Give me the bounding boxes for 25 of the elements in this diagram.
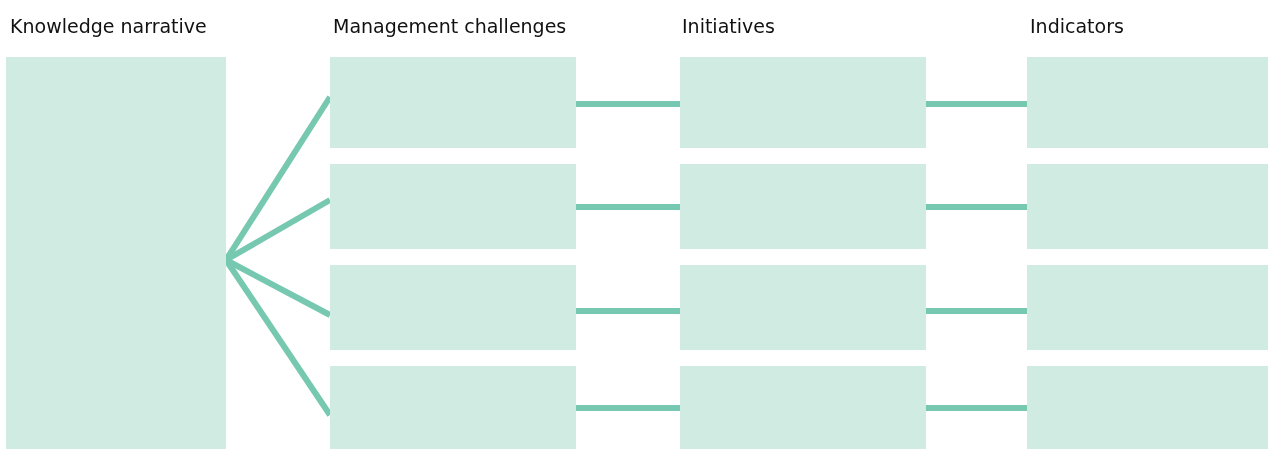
connector-line bbox=[926, 204, 1027, 210]
content-box bbox=[680, 164, 926, 249]
content-box bbox=[330, 57, 576, 148]
connector-line bbox=[576, 204, 680, 210]
column-heading: Management challenges bbox=[333, 15, 567, 37]
connector-line bbox=[926, 308, 1027, 314]
connector-line bbox=[576, 308, 680, 314]
column-heading: Indicators bbox=[1030, 15, 1124, 37]
content-box bbox=[1027, 366, 1268, 449]
connector-line bbox=[926, 405, 1027, 411]
content-box bbox=[680, 366, 926, 449]
connector-line bbox=[576, 405, 680, 411]
content-box bbox=[1027, 57, 1268, 148]
content-box bbox=[6, 57, 226, 449]
content-box bbox=[330, 366, 576, 449]
connector-line bbox=[576, 101, 680, 107]
content-box bbox=[330, 164, 576, 249]
content-box bbox=[1027, 265, 1268, 350]
content-box bbox=[330, 265, 576, 350]
column-heading: Initiatives bbox=[682, 15, 775, 37]
content-box bbox=[680, 265, 926, 350]
column-heading: Knowledge narrative bbox=[10, 15, 207, 37]
content-box bbox=[680, 57, 926, 148]
content-box bbox=[1027, 164, 1268, 249]
connector-line bbox=[926, 101, 1027, 107]
